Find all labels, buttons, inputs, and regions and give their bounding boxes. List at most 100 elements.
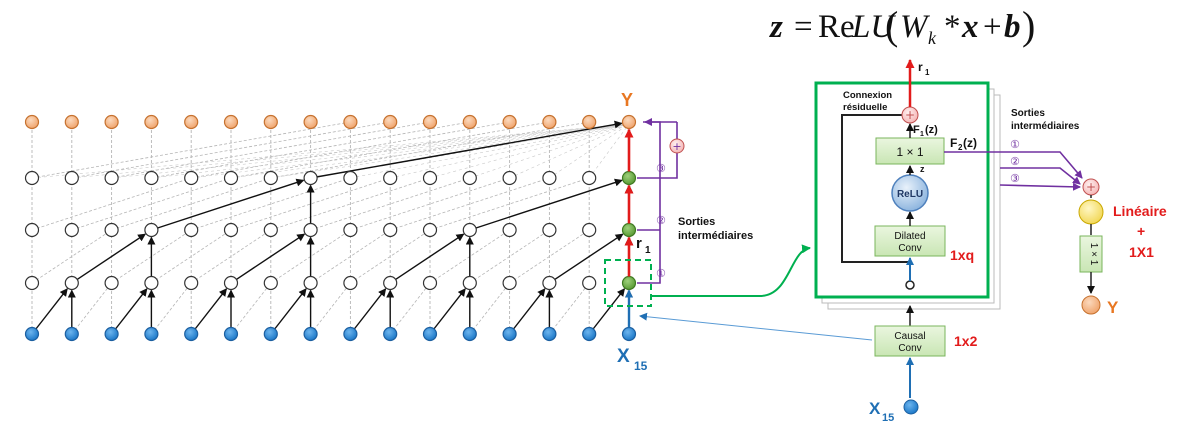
- hidden-node: [422, 275, 438, 291]
- f2-label: F: [950, 136, 957, 150]
- active-link: [236, 233, 306, 280]
- dashed-fan-link: [350, 123, 630, 179]
- hidden-node: [223, 222, 239, 238]
- hidden-node: [64, 170, 79, 186]
- residual-block: Dilated Conv 1xq ReLU z 1 × 1 + r 1 Conn…: [814, 59, 1001, 310]
- hidden-node: [383, 222, 398, 238]
- dashed-fan-link: [31, 123, 630, 179]
- eq-k: k: [928, 28, 937, 48]
- dashed-link: [310, 177, 470, 231]
- dashed-link: [111, 177, 271, 231]
- final-y-label: Y: [1107, 298, 1119, 317]
- active-hidden-node: [621, 170, 637, 186]
- dashed-link: [429, 177, 590, 231]
- eq-equals: =: [794, 9, 813, 45]
- eq-re: Re: [818, 9, 855, 45]
- block-r-label: r: [918, 60, 923, 74]
- hidden-node: [184, 222, 199, 238]
- right-out-2: [1000, 167, 1081, 185]
- hidden-node: [24, 275, 40, 291]
- dashed-fan-link: [230, 123, 630, 179]
- block-input-node: [905, 280, 915, 290]
- output-node: [104, 114, 119, 130]
- left-r-sub: 1: [645, 245, 651, 256]
- output-node: [383, 114, 398, 130]
- hidden-node: [462, 170, 477, 186]
- output-node: [582, 114, 597, 130]
- eq-star: *: [944, 9, 961, 45]
- dashed-link: [389, 282, 431, 335]
- block-r-sub: 1: [925, 68, 930, 77]
- z-label: z: [920, 164, 925, 174]
- input-node: [144, 326, 159, 342]
- hidden-node: [263, 170, 278, 186]
- eq-b: b: [1004, 9, 1021, 45]
- right-circle-2: ②: [1010, 155, 1020, 168]
- active-link: [513, 288, 546, 330]
- relu-equation: z = Re LU ( W k * x + b ): [769, 3, 1035, 48]
- dashed-link: [191, 177, 351, 231]
- output-node: [621, 114, 637, 130]
- dilated-conv-line1: Dilated: [894, 231, 925, 242]
- eq-plus: +: [983, 9, 1002, 45]
- left-r-label: r: [636, 235, 642, 252]
- linear-node: [1078, 199, 1104, 225]
- left-circle-2: ②: [656, 214, 666, 227]
- active-link: [353, 288, 387, 330]
- hidden-node: [184, 170, 199, 186]
- block-x-node: [903, 399, 919, 415]
- input-node: [621, 326, 637, 342]
- active-link: [274, 288, 307, 330]
- dashed-fan-link: [390, 123, 630, 179]
- input-node: [263, 326, 278, 342]
- active-hidden-node: [621, 275, 637, 291]
- right-intermediate-outputs: ① ② ③ Sorties intermédiaires: [944, 108, 1083, 191]
- left-sorties-line1: Sorties: [678, 216, 715, 228]
- input-node: [383, 326, 398, 342]
- hidden-node: [542, 222, 557, 238]
- hidden-node: [422, 170, 438, 186]
- hidden-node: [24, 222, 40, 238]
- conv1x1-label: 1 × 1: [896, 145, 923, 159]
- right-sorties-line2: intermédiaires: [1011, 121, 1080, 132]
- hidden-node: [502, 222, 517, 238]
- lineaire-line3: 1X1: [1129, 244, 1154, 260]
- hidden-node: [343, 222, 358, 238]
- dashed-link: [230, 177, 391, 231]
- block-x-sub: 15: [882, 412, 894, 424]
- input-node: [184, 326, 199, 342]
- hidden-node: [582, 170, 597, 186]
- input-node: [502, 326, 517, 342]
- output-node: [24, 114, 40, 130]
- final-y-node: [1081, 295, 1101, 315]
- dashed-link: [71, 177, 232, 231]
- dashed-link: [310, 282, 351, 335]
- hidden-node: [582, 275, 597, 291]
- conv1x1-box: [875, 137, 945, 165]
- hidden-node: [502, 170, 517, 186]
- eq-z: z: [769, 9, 783, 45]
- output-node: [144, 114, 159, 130]
- input-node: [422, 326, 438, 342]
- left-x-label: X: [617, 346, 630, 367]
- right-circle-1: ①: [1010, 138, 1020, 151]
- hidden-node: [104, 222, 119, 238]
- hidden-node: [144, 170, 159, 186]
- left-y-label: Y: [621, 90, 633, 110]
- left-circle-3: ③: [656, 162, 666, 175]
- hidden-node: [184, 275, 199, 291]
- input-node: [303, 326, 318, 342]
- hidden-node: [383, 170, 398, 186]
- eq-lu: LU: [851, 9, 896, 45]
- right-out-1: [944, 151, 1083, 179]
- hidden-node: [422, 222, 438, 238]
- causal-conv-box: [874, 325, 946, 357]
- input-node: [542, 326, 557, 342]
- hidden-node: [462, 222, 477, 238]
- active-link: [554, 233, 624, 280]
- vertical-conv-label: 1 × 1: [1088, 243, 1099, 266]
- hidden-node: [144, 222, 159, 238]
- dilated-conv-line2: Conv: [898, 243, 921, 254]
- dashed-fan-link: [469, 123, 630, 179]
- output-node: [542, 114, 557, 130]
